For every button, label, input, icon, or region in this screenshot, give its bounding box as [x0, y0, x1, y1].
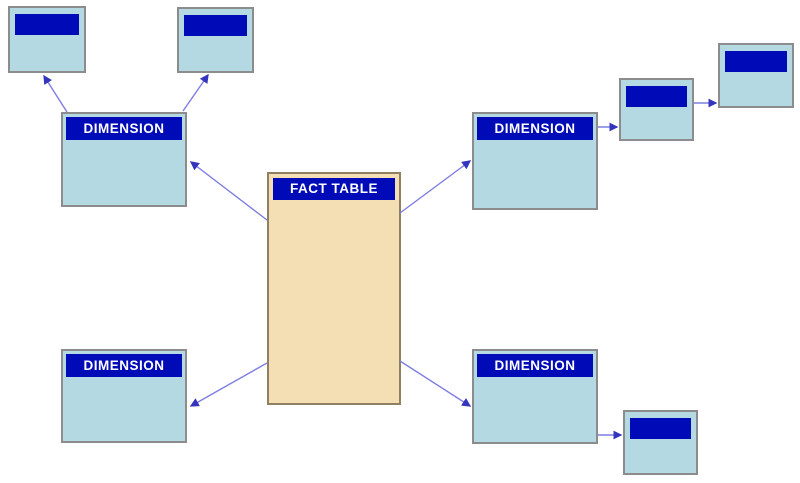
sub-dimension-header-bar [184, 15, 247, 36]
edge-fact-to-dim-right [399, 160, 472, 214]
sub-dimension-table-right-1[interactable] [619, 78, 694, 141]
dimension-table-bottom-left[interactable]: DIMENSION [61, 349, 187, 443]
fact-table-header: FACT TABLE [273, 178, 395, 200]
sub-dimension-header-bar [630, 418, 691, 439]
sub-dimension-header-bar [15, 14, 79, 35]
sub-dimension-header-bar [725, 51, 787, 72]
dimension-table-bottom-right-header: DIMENSION [477, 354, 593, 377]
edge-dim-left-to-sub-top-left-1 [43, 74, 68, 113]
sub-dimension-table-right-2[interactable] [718, 43, 794, 108]
edge-fact-to-dim-left [189, 161, 268, 221]
dimension-table-bottom-left-header: DIMENSION [66, 354, 182, 377]
dimension-table-right-header: DIMENSION [477, 117, 593, 140]
sub-dimension-header-bar [626, 86, 687, 107]
sub-dimension-table-bottom-right[interactable] [623, 410, 698, 475]
edge-fact-to-dim-bottom-left [189, 362, 268, 407]
dimension-table-right[interactable]: DIMENSION [472, 112, 598, 210]
dimension-table-left-header: DIMENSION [66, 117, 182, 140]
dimension-table-left[interactable]: DIMENSION [61, 112, 187, 207]
sub-dimension-table-top-left-2[interactable] [177, 7, 254, 73]
edge-dim-left-to-sub-top-left-2 [182, 73, 209, 112]
edge-fact-to-dim-bottom-right [399, 360, 472, 407]
dimension-table-bottom-right[interactable]: DIMENSION [472, 349, 598, 444]
sub-dimension-table-top-left-1[interactable] [8, 6, 86, 73]
fact-table[interactable]: FACT TABLE [267, 172, 401, 405]
